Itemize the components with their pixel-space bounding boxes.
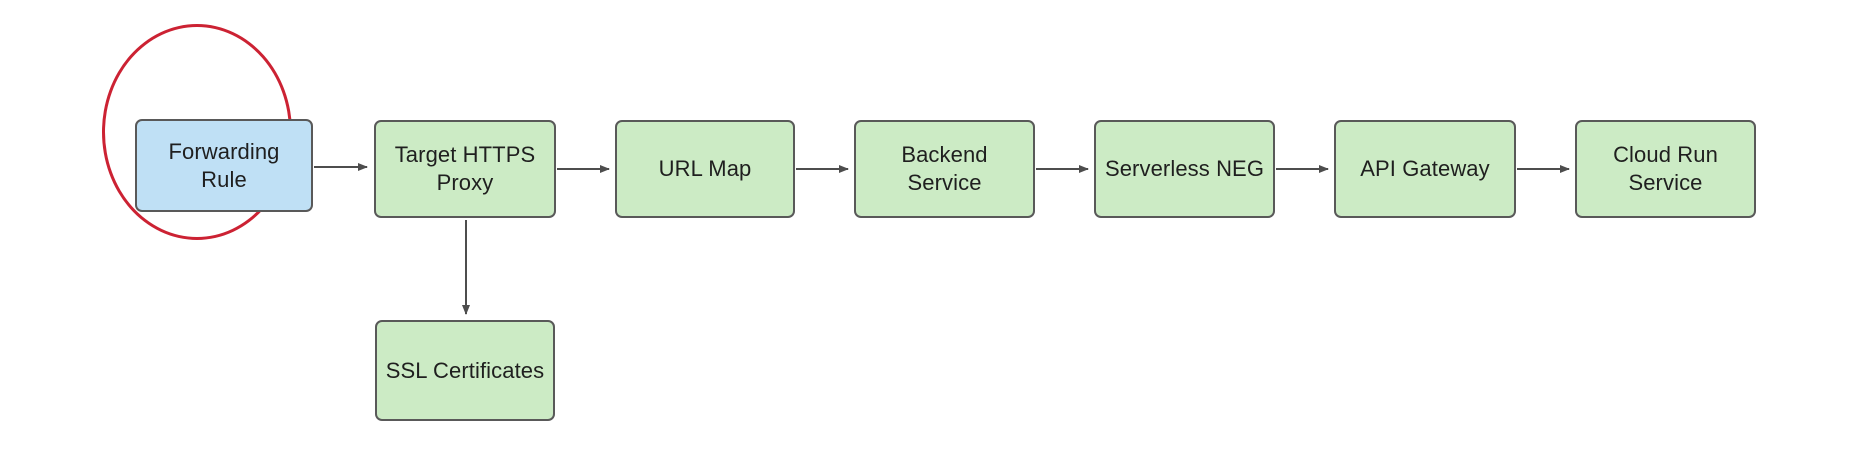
node-label-cloud-run-service: Cloud Run Service	[1613, 142, 1718, 195]
node-serverless-neg[interactable]: Serverless NEG	[1094, 120, 1275, 218]
node-forwarding-rule[interactable]: Forwarding Rule	[135, 119, 313, 212]
node-label-forwarding-rule: Forwarding Rule	[168, 138, 280, 192]
node-label-serverless-neg: Serverless NEG	[1104, 156, 1265, 182]
node-label-ssl-certificates: SSL Certificates	[385, 357, 545, 383]
node-label-target-https-proxy: Target HTTPS Proxy	[394, 142, 536, 195]
node-ssl-certificates[interactable]: SSL Certificates	[375, 320, 555, 421]
node-url-map[interactable]: URL Map	[615, 120, 795, 218]
node-api-gateway[interactable]: API Gateway	[1334, 120, 1516, 218]
node-backend-service[interactable]: Backend Service	[854, 120, 1035, 218]
node-cloud-run-service[interactable]: Cloud Run Service	[1575, 120, 1756, 218]
node-label-backend-service: Backend Service	[901, 142, 988, 195]
node-label-url-map: URL Map	[658, 156, 752, 182]
node-label-api-gateway: API Gateway	[1360, 156, 1490, 182]
node-target-https-proxy[interactable]: Target HTTPS Proxy	[374, 120, 556, 218]
